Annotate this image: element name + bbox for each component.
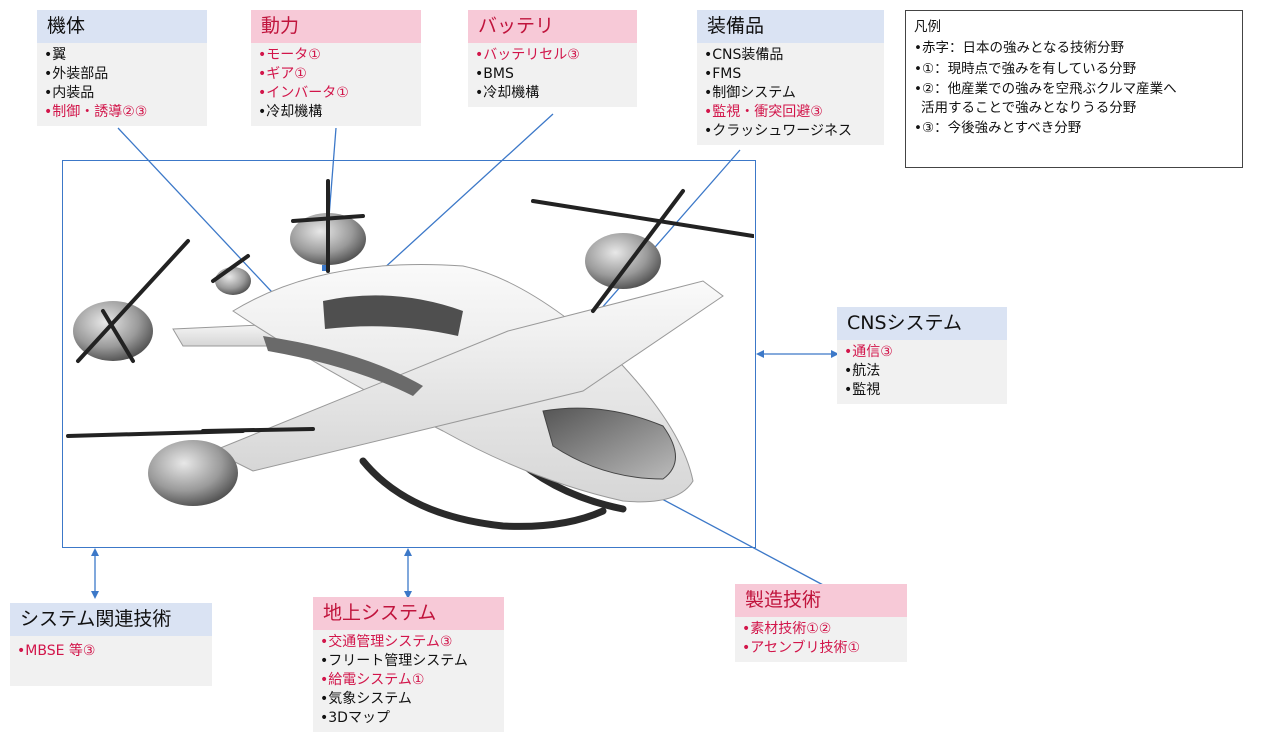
list-item: •クラッシュワージネス: [704, 123, 852, 139]
box-list: •交通管理システム③ •フリート管理システム •給電システム① •気象システム …: [313, 630, 504, 732]
box-manufacturing: 製造技術 •素材技術①② •アセンブリ技術①: [735, 584, 907, 662]
list-item: •インバータ①: [258, 85, 349, 101]
box-airframe: 機体 •翼 •外装部品 •内装品 •制御・誘導②③: [37, 10, 207, 126]
list-item: •気象システム: [320, 691, 412, 707]
list-item: •交通管理システム③: [320, 634, 453, 650]
aircraft-illustration-frame: [62, 160, 756, 548]
list-item: •通信③: [844, 344, 893, 360]
box-title: 地上システム: [313, 597, 504, 630]
list-item: •モータ①: [258, 47, 321, 63]
list-item: •翼: [44, 47, 67, 63]
legend-item: •赤字：日本の強みとなる技術分野: [914, 40, 1125, 56]
list-item: •素材技術①②: [742, 621, 832, 637]
list-item: •MBSE 等③: [17, 643, 96, 659]
box-list: •通信③ •航法 •監視: [837, 340, 1007, 404]
legend-box: 凡例 •赤字：日本の強みとなる技術分野 •①：現時点で強みを有している分野 •②…: [905, 10, 1243, 168]
list-item: •BMS: [475, 66, 514, 82]
legend-item: 活用することで強みとなりうる分野: [921, 100, 1137, 116]
legend-item: •③：今後強みとすべき分野: [914, 120, 1082, 136]
box-title: 機体: [37, 10, 207, 43]
list-item: •冷却機構: [475, 85, 540, 101]
list-item: •バッテリセル③: [475, 47, 580, 63]
box-list: •翼 •外装部品 •内装品 •制御・誘導②③: [37, 43, 207, 126]
box-title: 製造技術: [735, 584, 907, 617]
list-item: •制御・誘導②③: [44, 104, 148, 120]
list-item: •内装品: [44, 85, 95, 101]
legend-item: •①：現時点で強みを有している分野: [914, 61, 1137, 77]
legend-title: 凡例: [914, 19, 941, 35]
evtol-aircraft-image: [66, 179, 755, 530]
box-title: バッテリ: [468, 10, 637, 43]
list-item: •ギア①: [258, 66, 307, 82]
list-item: •フリート管理システム: [320, 653, 468, 669]
list-item: •監視・衝突回避③: [704, 104, 823, 120]
list-item: •給電システム①: [320, 672, 425, 688]
list-item: •監視: [844, 382, 881, 398]
box-list: •素材技術①② •アセンブリ技術①: [735, 617, 907, 662]
box-list: •CNS装備品 •FMS •制御システム •監視・衝突回避③ •クラッシュワージ…: [697, 43, 884, 145]
box-title: 動力: [251, 10, 421, 43]
list-item: •CNS装備品: [704, 47, 784, 63]
box-list: •モータ① •ギア① •インバータ① •冷却機構: [251, 43, 421, 126]
box-power: 動力 •モータ① •ギア① •インバータ① •冷却機構: [251, 10, 421, 126]
box-list: •バッテリセル③ •BMS •冷却機構: [468, 43, 637, 107]
box-cns-system: CNSシステム •通信③ •航法 •監視: [837, 307, 1007, 404]
box-title: 装備品: [697, 10, 884, 43]
list-item: •アセンブリ技術①: [742, 640, 861, 656]
list-item: •FMS: [704, 66, 742, 82]
box-battery: バッテリ •バッテリセル③ •BMS •冷却機構: [468, 10, 637, 107]
list-item: •航法: [844, 363, 881, 379]
list-item: •冷却機構: [258, 104, 323, 120]
list-item: •外装部品: [44, 66, 109, 82]
list-item: •制御システム: [704, 85, 796, 101]
box-title: システム関連技術: [10, 603, 212, 636]
box-title: CNSシステム: [837, 307, 1007, 340]
box-equipment: 装備品 •CNS装備品 •FMS •制御システム •監視・衝突回避③ •クラッシ…: [697, 10, 884, 145]
list-item: •3Dマップ: [320, 710, 390, 726]
box-ground-system: 地上システム •交通管理システム③ •フリート管理システム •給電システム① •…: [313, 597, 504, 732]
legend-item: •②：他産業での強みを空飛ぶクルマ産業へ: [914, 81, 1177, 97]
box-system-tech: システム関連技術 •MBSE 等③: [10, 603, 212, 686]
box-list: •MBSE 等③: [10, 636, 212, 686]
